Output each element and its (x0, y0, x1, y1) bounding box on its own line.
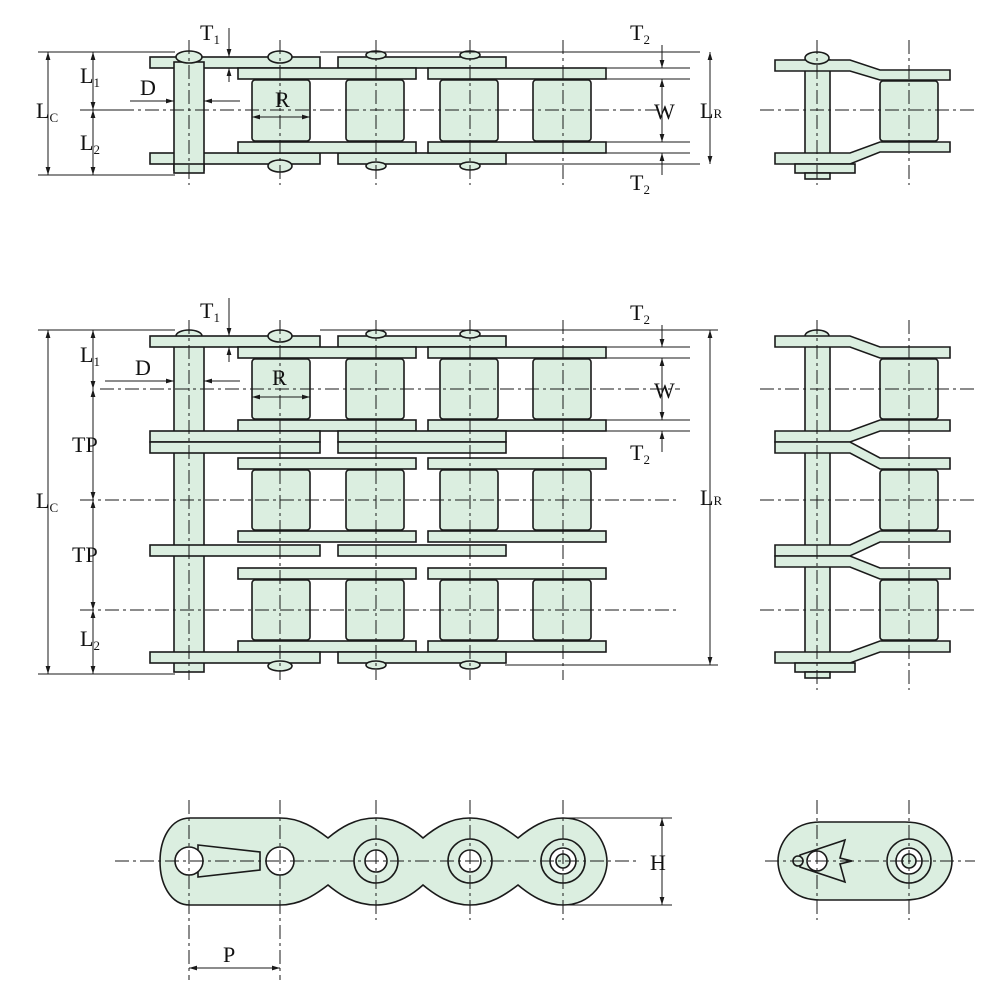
label-w-triple: W (654, 378, 675, 403)
label-t2-triple-top: T2 (630, 300, 650, 327)
label-lr-triple: LR (700, 485, 722, 510)
inner-plate-top-2 (427, 67, 607, 80)
t1-inner-bottom-2 (427, 419, 607, 432)
mid1-outer-2 (337, 441, 507, 454)
single-strand-top-view (38, 28, 713, 185)
label-t2-top: T2 (630, 20, 650, 47)
label-tp-2: TP (72, 542, 98, 567)
inner-plate-bottom (237, 141, 417, 154)
label-t2-bottom: T2 (630, 170, 650, 197)
t1-outer-bottom-2 (337, 430, 507, 443)
t3-outer-bottom (149, 651, 321, 664)
t2-inner-top-2 (427, 457, 607, 470)
t3-inner-top-2 (427, 567, 607, 580)
label-d-triple: D (135, 355, 151, 380)
t3-inner-top (237, 567, 417, 580)
label-tp-1: TP (72, 432, 98, 457)
ts-plate-3 (774, 441, 951, 470)
ts-plate-6 (774, 640, 951, 664)
label-t1-triple: T1 (200, 298, 220, 325)
ts-clip (794, 662, 856, 673)
label-r-triple: R (272, 365, 287, 390)
label-l2: L2 (80, 130, 100, 157)
outer-plate-bottom-2 (337, 152, 507, 165)
t3-outer-bottom-2 (337, 651, 507, 664)
t1-outer-top-2 (337, 335, 507, 348)
label-l1-triple: L1 (80, 342, 100, 369)
label-d: D (140, 75, 156, 100)
mid1-outer (149, 441, 321, 454)
label-lc-triple: LC (36, 488, 58, 515)
label-lr: LR (700, 98, 722, 123)
t3-inner-bottom-2 (427, 640, 607, 653)
side-clip (794, 163, 856, 174)
side-plate-top (774, 59, 951, 81)
t1-inner-top-2 (427, 346, 607, 359)
t1-inner-bottom (237, 419, 417, 432)
t1-inner-top (237, 346, 417, 359)
t2-inner-top (237, 457, 417, 470)
single-strand-side-view (760, 40, 975, 185)
ts-plate-4 (774, 530, 951, 557)
label-r: R (275, 87, 290, 112)
mid2-outer-2 (337, 544, 507, 557)
outer-plate-top (149, 56, 321, 69)
inner-plate-top (237, 67, 417, 80)
triple-strand-top-view (38, 298, 718, 680)
end-view (765, 800, 975, 920)
mid2-outer (149, 544, 321, 557)
front-view (115, 800, 672, 980)
t3-inner-bottom (237, 640, 417, 653)
inner-plate-bottom-2 (427, 141, 607, 154)
t1-outer-top (149, 335, 321, 348)
label-t2-triple-bottom: T2 (630, 440, 650, 467)
outer-plate-bottom (149, 152, 321, 165)
ts-plate-2 (774, 419, 951, 443)
label-lc: LC (36, 98, 58, 125)
ts-plate-5 (774, 555, 951, 580)
label-p: P (223, 942, 235, 967)
t1-outer-bottom (149, 430, 321, 443)
label-t1: T1 (200, 20, 220, 47)
t2-inner-bottom (237, 530, 417, 543)
label-l2-triple: L2 (80, 626, 100, 653)
label-l1: L1 (80, 63, 100, 90)
outer-plate-top-2 (337, 56, 507, 69)
label-w: W (654, 99, 675, 124)
ts-plate-1 (774, 335, 951, 359)
triple-strand-side-view (760, 320, 975, 690)
t2-inner-bottom-2 (427, 530, 607, 543)
side-plate-bottom (774, 141, 951, 165)
triple-strand-labels: T1 T2 T2 L1 TP TP L2 LC D R W LR (36, 298, 722, 653)
label-h: H (650, 850, 666, 875)
single-strand-labels: T1 T2 T2 L1 L2 LC D R W LR (36, 20, 722, 197)
